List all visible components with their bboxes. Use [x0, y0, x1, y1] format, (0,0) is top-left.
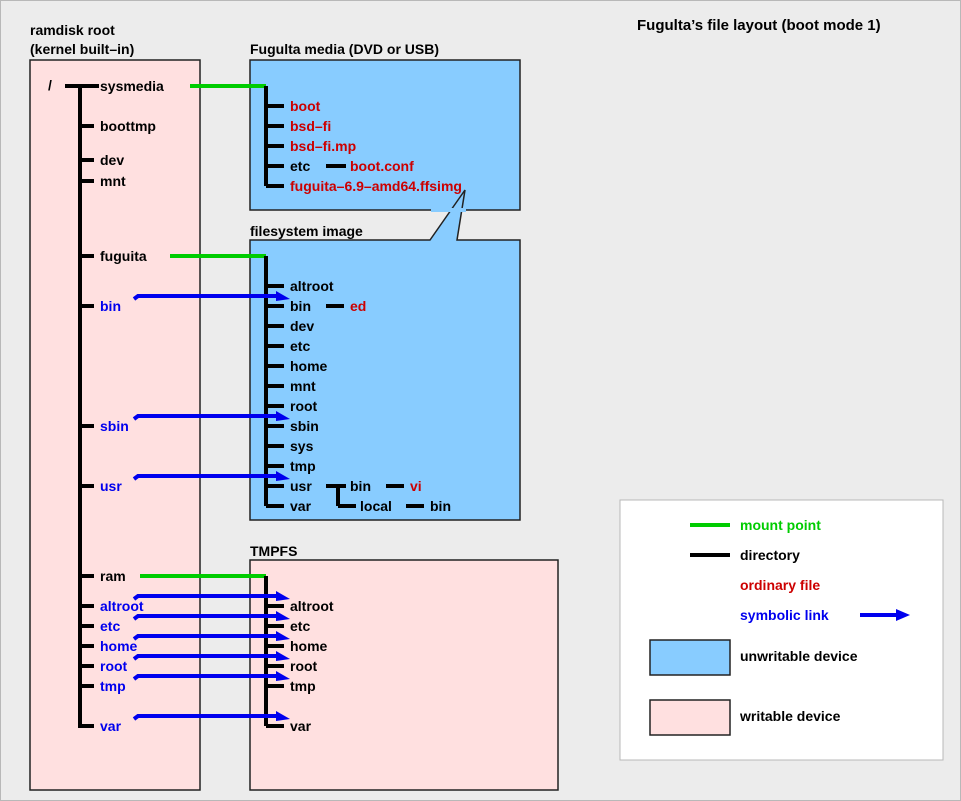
symlink-tmp — [132, 674, 280, 681]
symlink-altroot-arrowhead — [276, 591, 290, 601]
callout-gap — [431, 208, 466, 212]
fsimage-entry-usr: usr — [290, 478, 312, 494]
usr-local-bin: bin — [430, 498, 451, 514]
ramdisk-entry-var: var — [100, 718, 122, 734]
symlink-tmp-arrowhead — [276, 671, 290, 681]
tmpfs-entry-var: var — [290, 718, 312, 734]
fsimage-entry-home: home — [290, 358, 328, 374]
legend-unwritable-label: unwritable device — [740, 648, 858, 664]
ramdisk-entry-tmp: tmp — [100, 678, 126, 694]
symlink-etc — [132, 614, 280, 621]
legend-link-arrowhead — [896, 609, 910, 621]
ramdisk-entry-ram: ram — [100, 568, 126, 584]
symlink-altroot — [132, 594, 280, 601]
media-entry-4: fuguita–6.9–amd64.ffsimg — [290, 178, 462, 194]
fsimage-box — [249, 189, 521, 521]
legend-link-label: symbolic link — [740, 607, 829, 623]
fsimage-entry-sbin: sbin — [290, 418, 319, 434]
ramdisk-entry-root: root — [100, 658, 128, 674]
media-entry-1: bsd–fi — [290, 118, 331, 134]
media-entry-boot-conf: boot.conf — [350, 158, 414, 174]
fsimage-entry-ed: ed — [350, 298, 366, 314]
ramdisk-root-label: / — [48, 77, 52, 93]
symlink-etc-arrowhead — [276, 611, 290, 621]
tmpfs-entry-home: home — [290, 638, 328, 654]
symlink-home-arrowhead — [276, 631, 290, 641]
fsimage-entry-etc: etc — [290, 338, 310, 354]
tmpfs-entry-etc: etc — [290, 618, 310, 634]
diagram-title: Fugulta’s file layout (boot mode 1) — [637, 17, 881, 34]
symlink-root-arrowhead — [276, 651, 290, 661]
legend-file-label: ordinary file — [740, 577, 820, 593]
media-entry-3: etc — [290, 158, 310, 174]
ramdisk-entry-home: home — [100, 638, 138, 654]
symlink-home — [132, 634, 280, 641]
symlink-bin — [132, 294, 280, 301]
symlink-bin-arrowhead — [276, 291, 290, 301]
ramdisk-entry-bin: bin — [100, 298, 121, 314]
legend-mount-label: mount point — [740, 517, 821, 533]
tmpfs-entry-altroot: altroot — [290, 598, 334, 614]
legend-writable-label: writable device — [739, 708, 841, 724]
tmpfs-label: TMPFS — [250, 543, 297, 559]
media-entry-2: bsd–fi.mp — [290, 138, 356, 154]
ramdisk-entry-sysmedia: sysmedia — [100, 78, 164, 94]
symlink-var-arrowhead — [276, 711, 290, 721]
ramdisk-entry-fuguita: fuguita — [100, 248, 147, 264]
symlink-var — [132, 714, 280, 721]
tmpfs-entry-root: root — [290, 658, 318, 674]
usr-bin-vi: vi — [410, 478, 422, 494]
media-box — [249, 59, 521, 211]
fsimage-entry-tmp: tmp — [290, 458, 316, 474]
media-entry-0: boot — [290, 98, 321, 114]
fsimage-label: filesystem image — [250, 223, 363, 239]
legend-writable-swatch — [649, 699, 731, 736]
ramdisk-entry-altroot: altroot — [100, 598, 144, 614]
legend-directory-label: directory — [740, 547, 800, 563]
fsimage-entry-var: var — [290, 498, 312, 514]
ramdisk-label-line1: ramdisk root — [30, 22, 115, 38]
symlink-sbin — [132, 414, 280, 421]
fsimage-entry-altroot: altroot — [290, 278, 334, 294]
symlink-sbin-arrowhead — [276, 411, 290, 421]
symlink-usr-arrowhead — [276, 471, 290, 481]
ramdisk-entry-dev: dev — [100, 152, 124, 168]
symlink-root — [132, 654, 280, 661]
fsimage-entry-sys: sys — [290, 438, 314, 454]
usr-child-bin: bin — [350, 478, 371, 494]
ramdisk-entry-sbin: sbin — [100, 418, 129, 434]
ramdisk-entry-boottmp: boottmp — [100, 118, 156, 134]
ramdisk-entry-mnt: mnt — [100, 173, 126, 189]
tmpfs-entry-tmp: tmp — [290, 678, 316, 694]
fsimage-entry-bin: bin — [290, 298, 311, 314]
symlink-usr — [132, 474, 280, 481]
fsimage-entry-mnt: mnt — [290, 378, 316, 394]
usr-child-local: local — [360, 498, 392, 514]
fsimage-entry-root: root — [290, 398, 318, 414]
ramdisk-entry-etc: etc — [100, 618, 120, 634]
ramdisk-entry-usr: usr — [100, 478, 122, 494]
legend-unwritable-swatch — [649, 639, 731, 676]
ramdisk-box — [29, 59, 201, 791]
media-label: Fugulta media (DVD or USB) — [250, 41, 439, 57]
tmpfs-box — [249, 559, 559, 791]
fsimage-entry-dev: dev — [290, 318, 314, 334]
ramdisk-label-line2: (kernel built–in) — [30, 41, 134, 57]
